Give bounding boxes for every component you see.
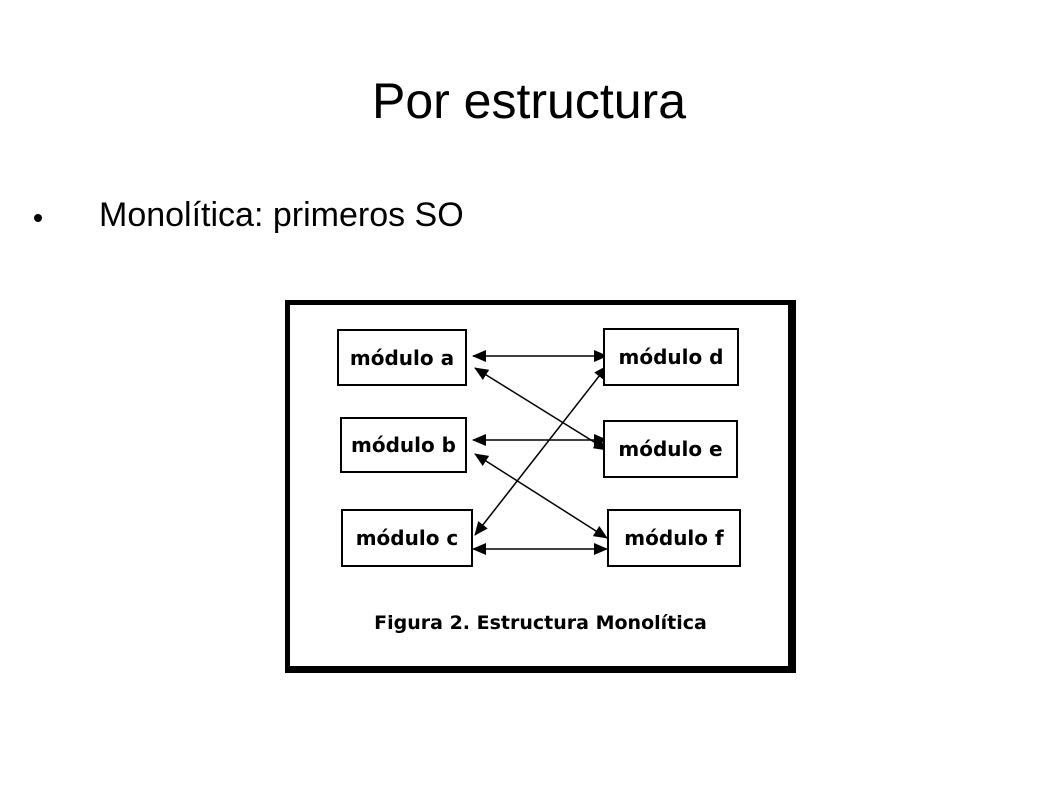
bullet-item: Monolítica: primeros SO xyxy=(34,190,464,240)
module-f-box: módulo f xyxy=(607,509,741,567)
figure-caption: Figura 2. Estructura Monolítica xyxy=(374,612,707,634)
module-b-box: módulo b xyxy=(340,417,467,473)
arrow-b-f xyxy=(474,453,608,539)
arrow-a-e xyxy=(474,367,608,451)
arrow-c-d xyxy=(474,365,608,536)
bullet-dot-icon xyxy=(34,214,42,222)
bullet-text: Monolítica: primeros SO xyxy=(99,196,464,234)
module-c-box: módulo c xyxy=(341,509,473,567)
slide-title: Por estructura xyxy=(371,73,686,129)
module-a-box: módulo a xyxy=(337,329,467,386)
connection-arrows xyxy=(472,350,608,555)
monolithic-structure-figure: módulo a módulo b módulo c módulo d módu… xyxy=(285,300,796,673)
module-e-box: módulo e xyxy=(603,420,738,478)
module-d-box: módulo d xyxy=(603,328,739,386)
